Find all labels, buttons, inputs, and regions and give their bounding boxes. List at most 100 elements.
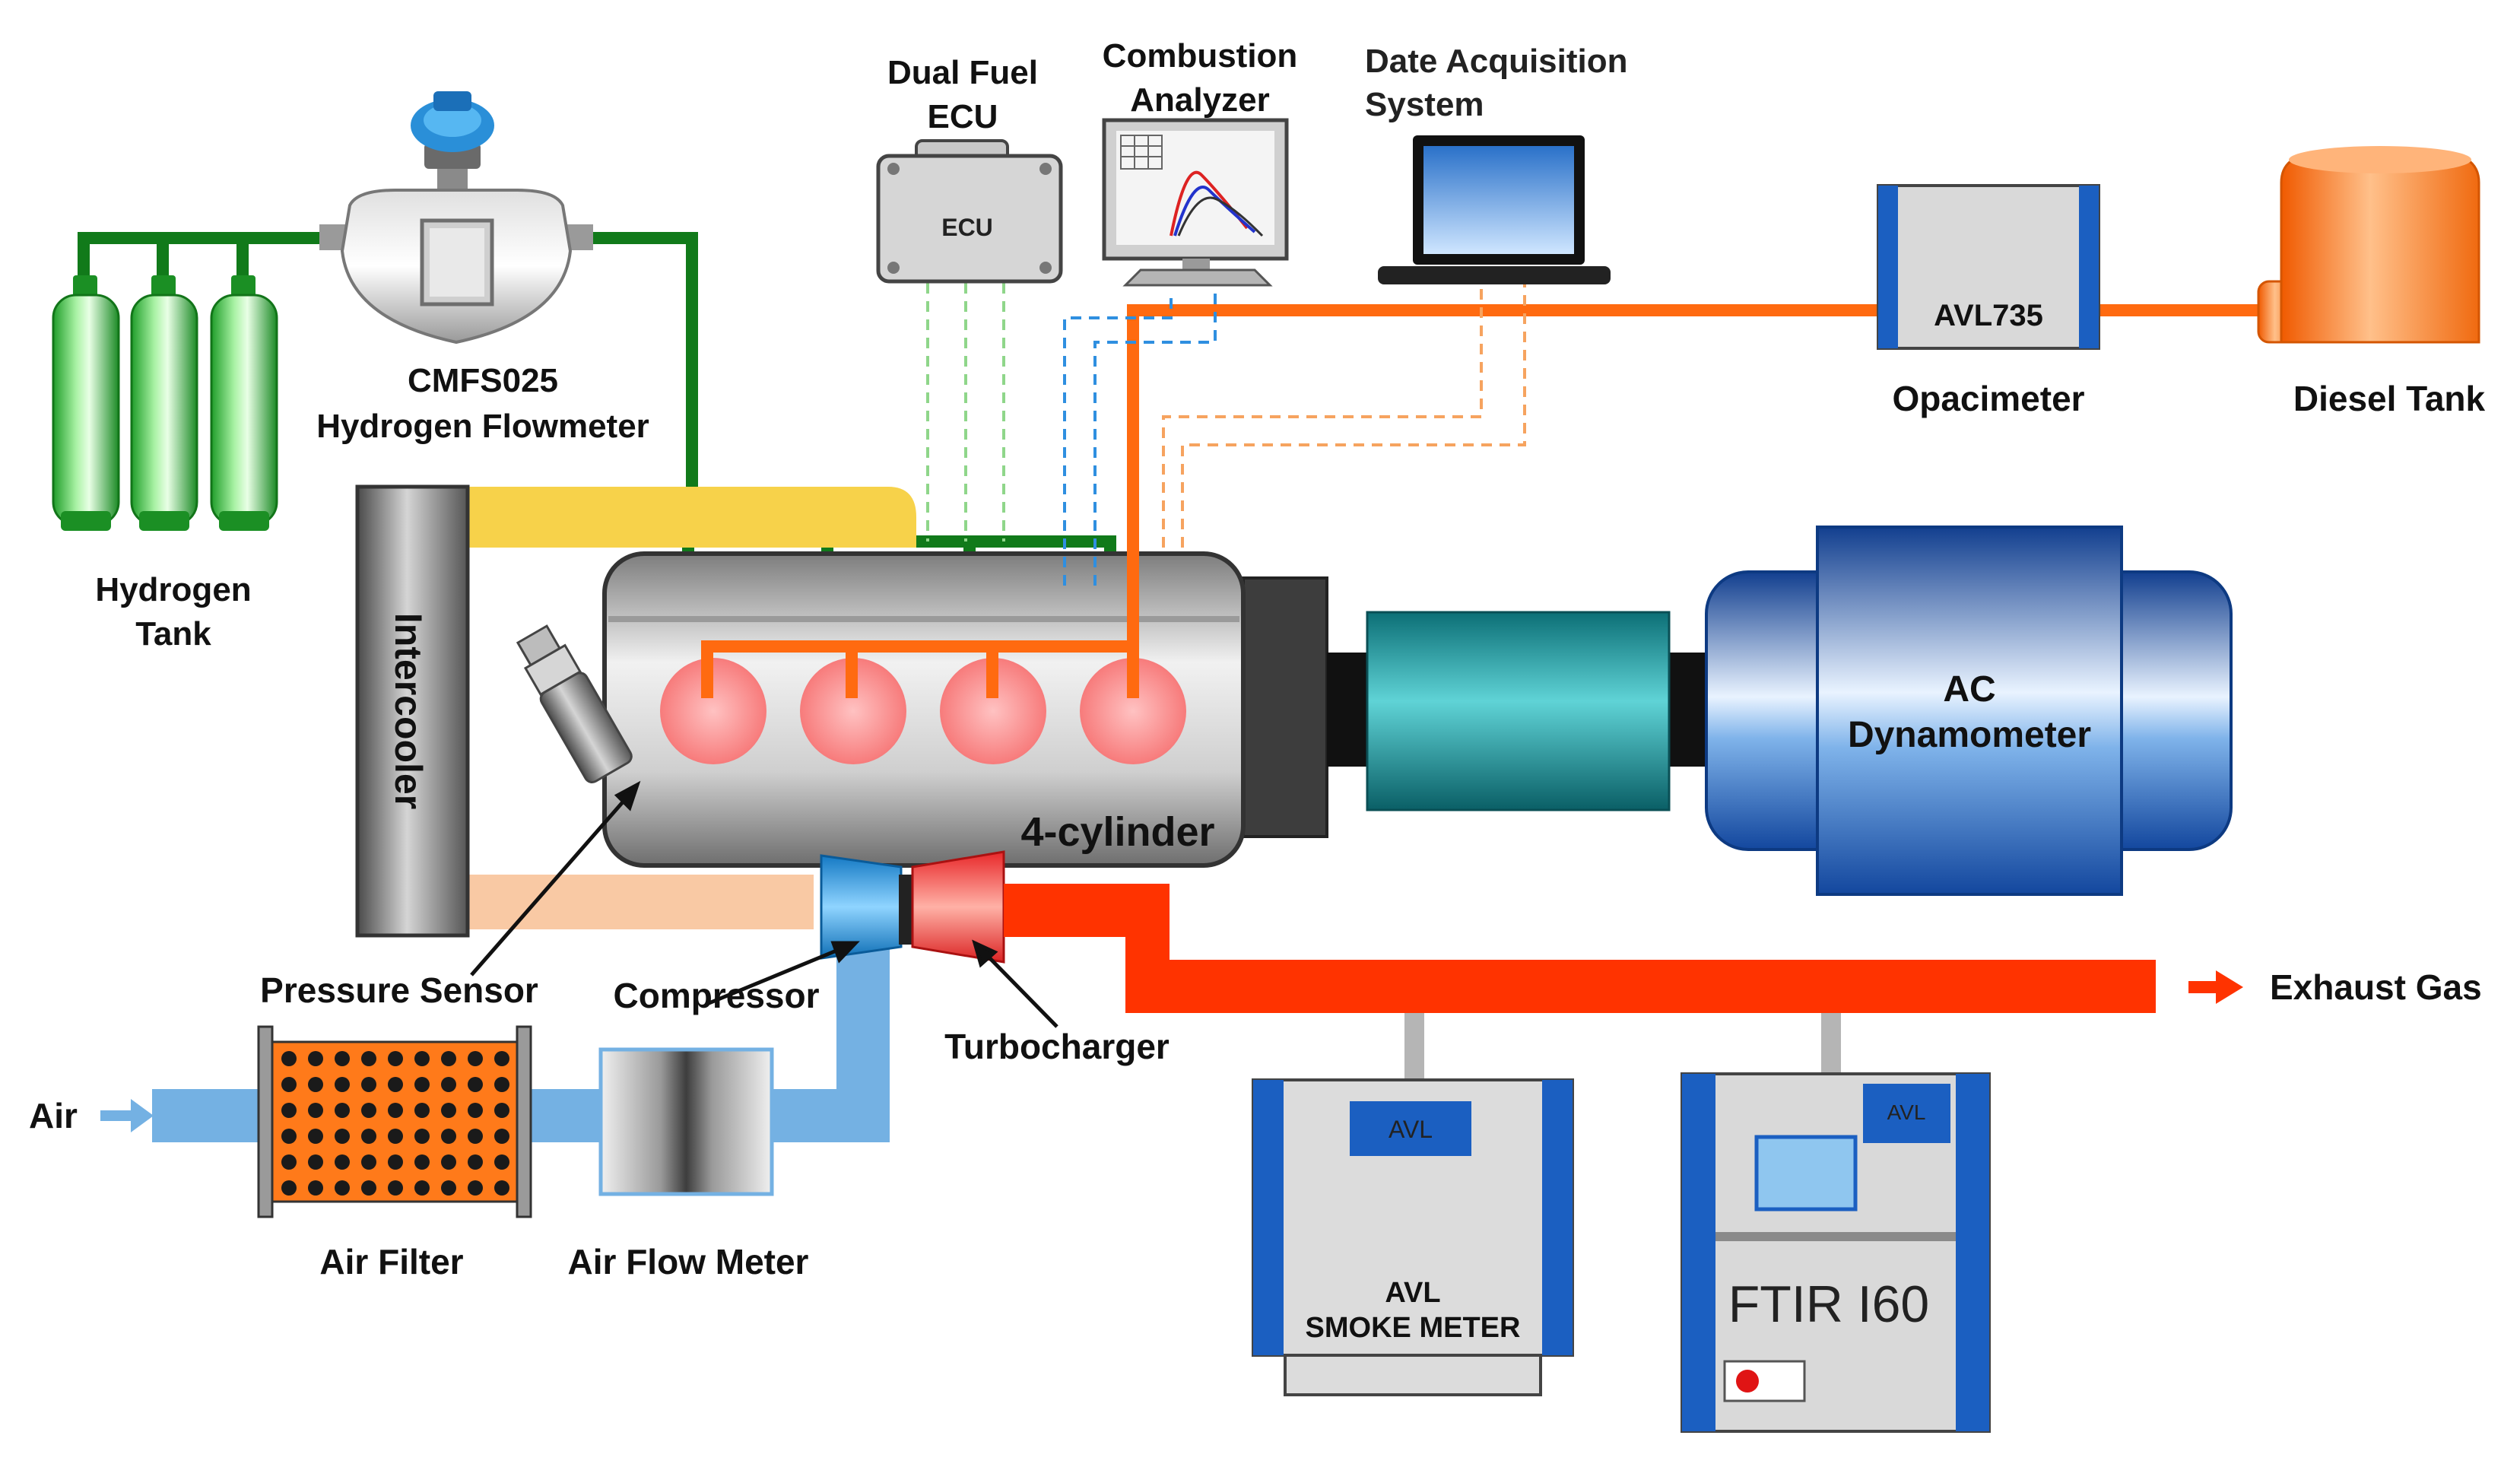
- air-flow-meter: [598, 1047, 774, 1196]
- filter-hole: [281, 1103, 297, 1118]
- filter-hole: [414, 1129, 430, 1144]
- turbocharger-label: Turbocharger: [944, 1027, 1170, 1066]
- filter-hole: [441, 1154, 456, 1170]
- filter-hole: [494, 1051, 509, 1066]
- turbocharger: [820, 850, 1005, 964]
- hydrogen-tank-label-1: Hydrogen: [95, 571, 251, 608]
- filter-hole: [281, 1154, 297, 1170]
- filter-hole: [414, 1051, 430, 1066]
- filter-hole: [441, 1129, 456, 1144]
- diesel-line: [701, 304, 2258, 698]
- filter-hole: [308, 1077, 323, 1092]
- diesel-tank-label: Diesel Tank: [2293, 379, 2486, 418]
- filter-hole: [361, 1180, 376, 1196]
- compressor-label: Compressor: [614, 976, 820, 1015]
- filter-hole: [281, 1051, 297, 1066]
- ecu-signal-lines: [926, 283, 1005, 541]
- filter-hole: [468, 1154, 483, 1170]
- hydrogen-tank: [52, 275, 278, 531]
- filter-hole: [414, 1077, 430, 1092]
- filter-hole: [468, 1051, 483, 1066]
- ecu-label-2: ECU: [928, 98, 998, 135]
- ecu-box-label: ECU: [941, 214, 993, 241]
- filter-hole: [468, 1129, 483, 1144]
- filter-hole: [441, 1077, 456, 1092]
- daq-label-2: System: [1365, 86, 1484, 123]
- engine-flywheel: [1242, 576, 1328, 838]
- dyno-label-2: Dynamometer: [1848, 715, 2091, 755]
- callout-arrows: [470, 780, 1058, 1028]
- filter-hole: [361, 1154, 376, 1170]
- filter-hole: [494, 1180, 509, 1196]
- filter-hole: [468, 1077, 483, 1092]
- smoke-probe: [1404, 1013, 1424, 1081]
- analyzer-signal-lines: [1063, 291, 1217, 586]
- shaft: [1327, 653, 1373, 767]
- exhaust-gas-label: Exhaust Gas: [2270, 967, 2482, 1007]
- filter-hole: [388, 1077, 403, 1092]
- filter-hole: [281, 1180, 297, 1196]
- cylinder-piston: [940, 658, 1046, 764]
- opacimeter: [1877, 184, 2100, 350]
- filter-hole: [468, 1180, 483, 1196]
- daq-signal-lines: [1162, 283, 1526, 548]
- filter-hole: [441, 1051, 456, 1066]
- engine-pistons: [660, 658, 1186, 764]
- filter-hole: [361, 1129, 376, 1144]
- avl-smoke-meter: [1252, 1078, 1574, 1396]
- ftir-badge-label: AVL: [1887, 1100, 1926, 1124]
- compressor-wheel: [820, 854, 903, 960]
- analyzer-label-1: Combustion: [1103, 37, 1298, 75]
- coupling: [1366, 611, 1671, 811]
- hydrogen-tank-label-2: Tank: [135, 615, 211, 653]
- avl735-label: AVL735: [1934, 299, 2043, 332]
- filter-hole: [308, 1103, 323, 1118]
- cylinder-piston: [660, 658, 766, 764]
- smoke-badge-label: AVL: [1389, 1116, 1433, 1143]
- filter-hole: [494, 1103, 509, 1118]
- smoke-badge: [1350, 1101, 1471, 1156]
- filter-hole: [335, 1129, 350, 1144]
- shaft: [1669, 653, 1707, 767]
- arrow-right-icon: [2188, 970, 2243, 1004]
- analyzer-label-2: Analyzer: [1130, 81, 1269, 119]
- hydrogen-cylinder-icon: [130, 275, 198, 531]
- smoke-label-1: AVL: [1385, 1277, 1440, 1309]
- intercooler-cold-duct: [456, 875, 814, 929]
- power-indicator-icon: [1736, 1370, 1759, 1393]
- arrow-right-icon: [100, 1099, 154, 1132]
- filter-hole: [335, 1154, 350, 1170]
- exhaust-line: [1004, 884, 2156, 1013]
- filter-hole: [468, 1103, 483, 1118]
- diesel-tank-icon: [2257, 146, 2480, 344]
- filter-hole: [414, 1180, 430, 1196]
- filter-hole: [361, 1077, 376, 1092]
- ftir-probe: [1821, 1013, 1841, 1081]
- filter-hole: [281, 1129, 297, 1144]
- engine-label: 4-cylinder: [1020, 809, 1214, 855]
- cylinder-piston: [800, 658, 906, 764]
- intercooler-label: Intercooler: [387, 613, 430, 809]
- pressure-sensor: [516, 624, 633, 783]
- flowmeter-label-1: CMFS025: [408, 362, 558, 399]
- filter-hole: [335, 1103, 350, 1118]
- ecu-label-1: Dual Fuel: [887, 54, 1038, 91]
- filter-hole: [281, 1077, 297, 1092]
- filter-hole: [335, 1051, 350, 1066]
- cylinder-piston: [1080, 658, 1186, 764]
- flowmeter-label-2: Hydrogen Flowmeter: [316, 408, 649, 445]
- filter-hole: [361, 1103, 376, 1118]
- avl-ftir: [1681, 1072, 1991, 1433]
- turbine-wheel: [911, 850, 1005, 964]
- pressure-sensor-label: Pressure Sensor: [260, 970, 538, 1010]
- filter-hole: [388, 1129, 403, 1144]
- flowmeter-icon: [319, 91, 593, 345]
- ftir-badge: [1863, 1084, 1950, 1143]
- smoke-label-2: SMOKE METER: [1306, 1312, 1521, 1344]
- air-line: [152, 932, 890, 1142]
- filter-hole: [308, 1154, 323, 1170]
- filter-hole: [388, 1154, 403, 1170]
- air-filter-label: Air Filter: [319, 1242, 463, 1281]
- ac-dynamometer: [1705, 526, 2233, 896]
